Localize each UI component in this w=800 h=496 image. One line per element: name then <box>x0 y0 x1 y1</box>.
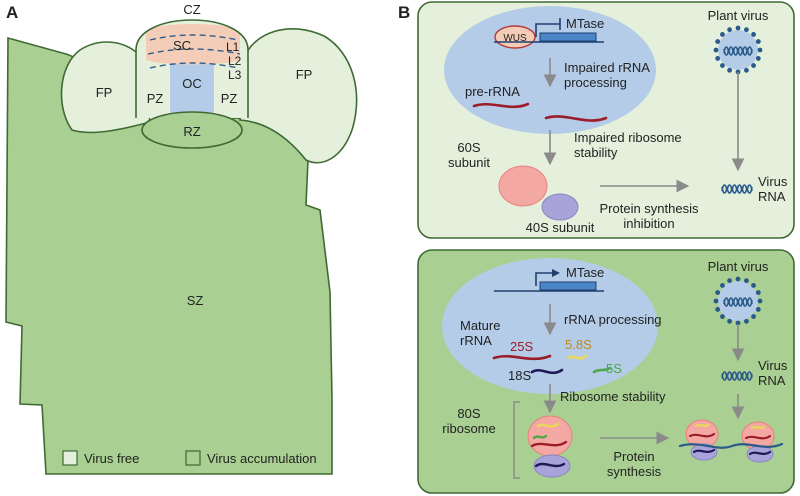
label-impaired-rrna-1: Impaired rRNA <box>564 60 650 75</box>
label-60s-2: subunit <box>448 155 490 170</box>
panel-b-letter: B <box>398 3 410 22</box>
label-40s: 40S subunit <box>526 220 595 235</box>
rrna-18s <box>530 368 564 375</box>
fp-right <box>239 28 358 164</box>
label-l1: L1 <box>226 40 240 54</box>
translating-rna-dark-2 <box>748 450 772 456</box>
oc-column <box>170 60 214 118</box>
label-18s: 18S <box>508 368 531 383</box>
layer-l3-line <box>149 62 239 69</box>
translating-rna-yellow-2 <box>750 425 766 430</box>
label-impaired-ribo-2: stability <box>574 145 618 160</box>
promoter-arrow <box>535 272 556 286</box>
ribosome-rna-dark <box>534 462 566 468</box>
subunit-60s <box>498 165 548 207</box>
label-pz-left: PZ <box>147 91 164 106</box>
pre-rrna-strand-1 <box>472 102 530 109</box>
label-bottom-mtase: MTase <box>566 265 604 280</box>
label-bottom-virus-rna-2: RNA <box>758 373 786 388</box>
label-bottom-plant-virus: Plant virus <box>708 259 769 274</box>
translating-rna-red-1 <box>688 432 716 438</box>
fp-left <box>60 41 151 134</box>
label-protein-inhib-2: inhibition <box>623 216 674 231</box>
rrna-5s <box>592 366 612 374</box>
label-80s-2: ribosome <box>442 421 495 436</box>
label-60s-1: 60S <box>457 140 480 155</box>
label-top-plant-virus: Plant virus <box>708 8 769 23</box>
label-80s-1: 80S <box>457 406 480 421</box>
label-top-virus-rna-2: RNA <box>758 189 786 204</box>
label-top-mtase: MTase <box>566 16 604 31</box>
top-virus-rna-icon <box>721 184 753 194</box>
sc-region <box>146 24 240 65</box>
ribosome-rna-green <box>532 434 548 440</box>
ribosome-bracket <box>513 401 520 479</box>
label-5s: 5S <box>606 361 622 376</box>
translating-rna-dark-1 <box>692 448 716 454</box>
label-wus: WUS <box>503 33 527 44</box>
top-virus-particle <box>713 25 763 75</box>
subunit-40s <box>541 193 579 221</box>
bottom-gene-box <box>539 281 597 291</box>
legend-swatch-virus-accumulation <box>185 450 201 466</box>
top-gene-box <box>539 32 597 42</box>
ribosome-80s-large <box>527 415 573 457</box>
bottom-virus-rna-icon <box>721 371 753 381</box>
legend-swatch-virus-free <box>62 450 78 466</box>
label-l3: L3 <box>228 68 242 82</box>
label-impaired-ribo-1: Impaired ribosome <box>574 130 682 145</box>
label-rz: RZ <box>183 124 200 139</box>
repression-symbol <box>535 18 561 37</box>
translating-rna-red-2 <box>744 434 772 440</box>
label-rrna-processing: rRNA processing <box>564 312 662 327</box>
pre-rrna-strand-2 <box>544 115 608 122</box>
rz-region <box>141 111 243 149</box>
label-bottom-virus-rna-1: Virus <box>758 358 788 373</box>
mrna-strand <box>678 442 784 449</box>
ribosome-rna-yellow <box>536 422 560 428</box>
label-top-virus-rna-1: Virus <box>758 174 788 189</box>
ribosome-rna-red <box>530 440 568 448</box>
label-protein-2: synthesis <box>607 464 662 479</box>
label-impaired-rrna-2: processing <box>564 75 627 90</box>
label-mature-1: Mature <box>460 318 500 333</box>
label-oc: OC <box>182 76 202 91</box>
dome-outline <box>135 19 249 118</box>
bottom-virus-particle <box>713 276 763 326</box>
promoter-arrowhead <box>552 269 560 277</box>
label-protein-1: Protein <box>613 449 654 464</box>
layer-l2-line <box>147 48 241 55</box>
label-l2: L2 <box>228 54 242 68</box>
label-ribosome-stability: Ribosome stability <box>560 389 666 404</box>
translating-rna-yellow-1 <box>694 423 710 428</box>
label-pre-rrna: pre-rRNA <box>465 84 520 99</box>
label-fp-left: FP <box>96 85 113 100</box>
label-pz-right: PZ <box>221 91 238 106</box>
label-fp-right: FP <box>296 67 313 82</box>
label-sz: SZ <box>187 293 204 308</box>
rrna-25s <box>492 354 552 361</box>
label-cz: CZ <box>183 2 200 17</box>
label-25s: 25S <box>510 339 533 354</box>
label-sc: SC <box>173 38 191 53</box>
legend-virus-accumulation: Virus accumulation <box>207 451 317 466</box>
label-58s: 5.8S <box>565 337 592 352</box>
label-protein-inhib-1: Protein synthesis <box>600 201 699 216</box>
layer-l1-line <box>149 34 239 41</box>
panel-a-letter: A <box>6 3 18 22</box>
label-mature-2: rRNA <box>460 333 492 348</box>
rrna-58s <box>566 354 588 360</box>
legend-virus-free: Virus free <box>84 451 139 466</box>
